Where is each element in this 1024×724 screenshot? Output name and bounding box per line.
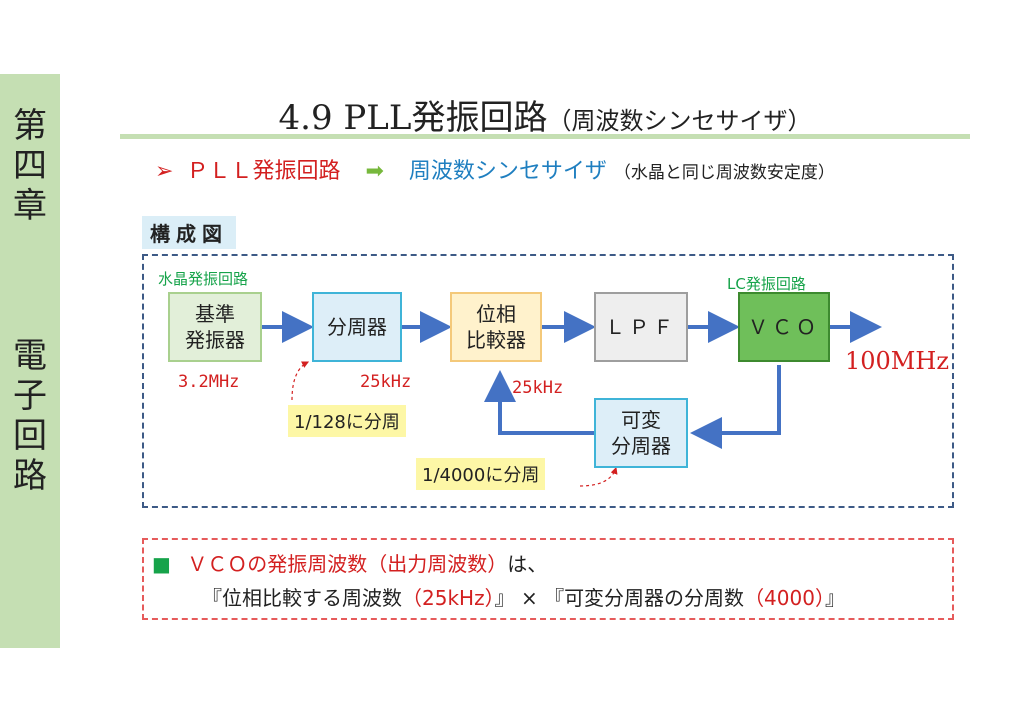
- arrow-vco-to-vardiv: [690, 365, 781, 449]
- ref-oscillator-block: 基準 発振器: [168, 292, 262, 362]
- times-sign: ×: [520, 586, 538, 610]
- formula-tail: は、: [507, 552, 548, 576]
- title-sub: （周波数シンセサイザ）: [547, 107, 812, 135]
- bracket-close-1: 』: [494, 586, 515, 610]
- vco-freq-phrase: ＶＣＯの発振周波数（出力周波数）: [187, 552, 508, 576]
- title-underline: [120, 134, 970, 139]
- lpf-block: ＬＰＦ: [594, 292, 688, 362]
- title-main: 4.9 PLL発振回路: [278, 98, 548, 138]
- phase-comparator-block: 位相 比較器: [450, 292, 542, 362]
- note-divide-4000: 1/4000に分周: [416, 458, 546, 490]
- formula-value-1: （25kHz）: [402, 586, 495, 610]
- divider-block: 分周器: [312, 292, 402, 362]
- arrow-note-128: [291, 361, 310, 401]
- pll-label: ＰＬＬ発振回路: [186, 159, 341, 184]
- summary-line: ➢ ＰＬＬ発振回路 ➡ 周波数シンセサイザ （水晶と同じ周波数安定度）: [155, 153, 835, 185]
- output-freq-label: 100MHz: [845, 347, 949, 375]
- subject-label: 電 子 回 路: [13, 336, 47, 496]
- bracket-open-1: 『: [202, 586, 222, 610]
- bracket-close-2: 』: [824, 586, 845, 610]
- synth-label: 周波数シンセサイザ: [408, 159, 607, 184]
- diagram-label: 構成図: [142, 216, 236, 249]
- formula-frame: [142, 538, 954, 620]
- div-out-freq-label: 25kHz: [360, 372, 412, 392]
- lc-caption: LC発振回路: [727, 275, 806, 293]
- square-bullet-icon: ■: [152, 552, 171, 576]
- formula-line-1: ■ ＶＣＯの発振周波数（出力周波数）は、: [152, 548, 547, 577]
- arrow-vardiv-to-cmp: [484, 370, 594, 435]
- right-arrow-icon: ➡: [365, 159, 384, 184]
- formula-value-2: （4000）: [744, 586, 825, 610]
- stability-note: （水晶と同じ周波数安定度）: [613, 163, 835, 183]
- arrow-bullet-icon: ➢: [155, 159, 174, 184]
- diagram-frame: [142, 254, 954, 508]
- ref-freq-label: 3.2MHz: [178, 372, 240, 392]
- variable-divider-block: 可変 分周器: [594, 398, 688, 468]
- note-divide-128: 1/128に分周: [288, 405, 406, 437]
- chapter-sidebar: 第 四 章 電 子 回 路: [0, 74, 60, 648]
- chapter-label: 第 四 章: [13, 106, 47, 226]
- formula-line-2: 『位相比較する周波数（25kHz）』 × 『可変分周器の分周数（4000）』: [202, 582, 845, 611]
- formula-term-2: 可変分周器の分周数: [564, 586, 745, 610]
- feedback-freq-label: 25kHz: [512, 378, 564, 398]
- vco-block: ＶＣＯ: [738, 292, 830, 362]
- xtal-caption: 水晶発振回路: [158, 270, 249, 288]
- formula-term-1: 位相比較する周波数: [222, 586, 402, 610]
- arrow-note-4000: [579, 466, 618, 487]
- page-title: 4.9 PLL発振回路（周波数シンセサイザ）: [120, 90, 970, 139]
- bracket-open-2: 『: [544, 586, 565, 610]
